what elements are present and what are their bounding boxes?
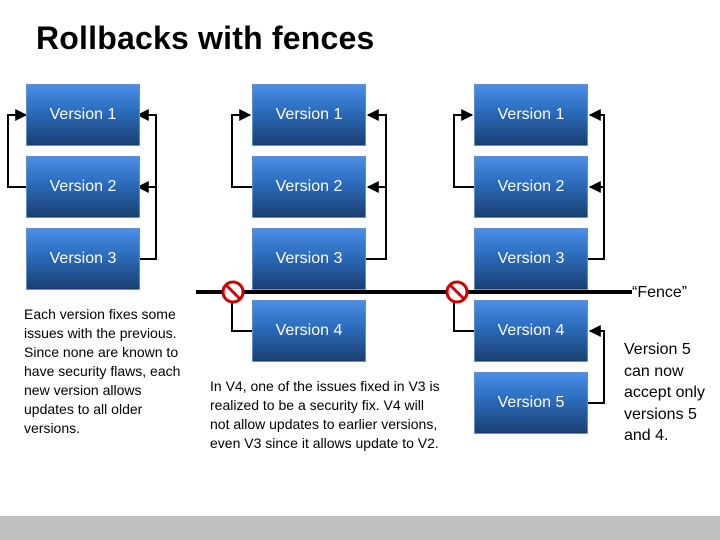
version-box: Version 1 bbox=[26, 84, 140, 146]
version-box: Version 5 bbox=[474, 372, 588, 434]
version-box: Version 2 bbox=[252, 156, 366, 218]
version-box: Version 3 bbox=[474, 228, 588, 290]
version-box: Version 1 bbox=[252, 84, 366, 146]
version-box: Version 3 bbox=[252, 228, 366, 290]
version-box: Version 4 bbox=[252, 300, 366, 362]
version-box: Version 4 bbox=[474, 300, 588, 362]
left-note: Each version fixes some issues with the … bbox=[24, 306, 181, 436]
right-note: Version 5 can now accept only versions 5… bbox=[624, 341, 705, 444]
version-box: Version 3 bbox=[26, 228, 140, 290]
no-entry-icon bbox=[221, 280, 245, 304]
version-box: Version 2 bbox=[474, 156, 588, 218]
fence-label: “Fence” bbox=[632, 284, 688, 301]
version-box: Version 1 bbox=[474, 84, 588, 146]
col3-connectors bbox=[453, 109, 605, 404]
middle-note: In V4, one of the issues fixed in V3 is … bbox=[210, 378, 440, 451]
no-entry-icon bbox=[445, 280, 469, 304]
version-box: Version 2 bbox=[26, 156, 140, 218]
col2-connectors bbox=[231, 109, 387, 332]
col1-connectors bbox=[7, 109, 157, 260]
page-title: Rollbacks with fences bbox=[36, 20, 375, 56]
footer-bar bbox=[0, 516, 720, 540]
